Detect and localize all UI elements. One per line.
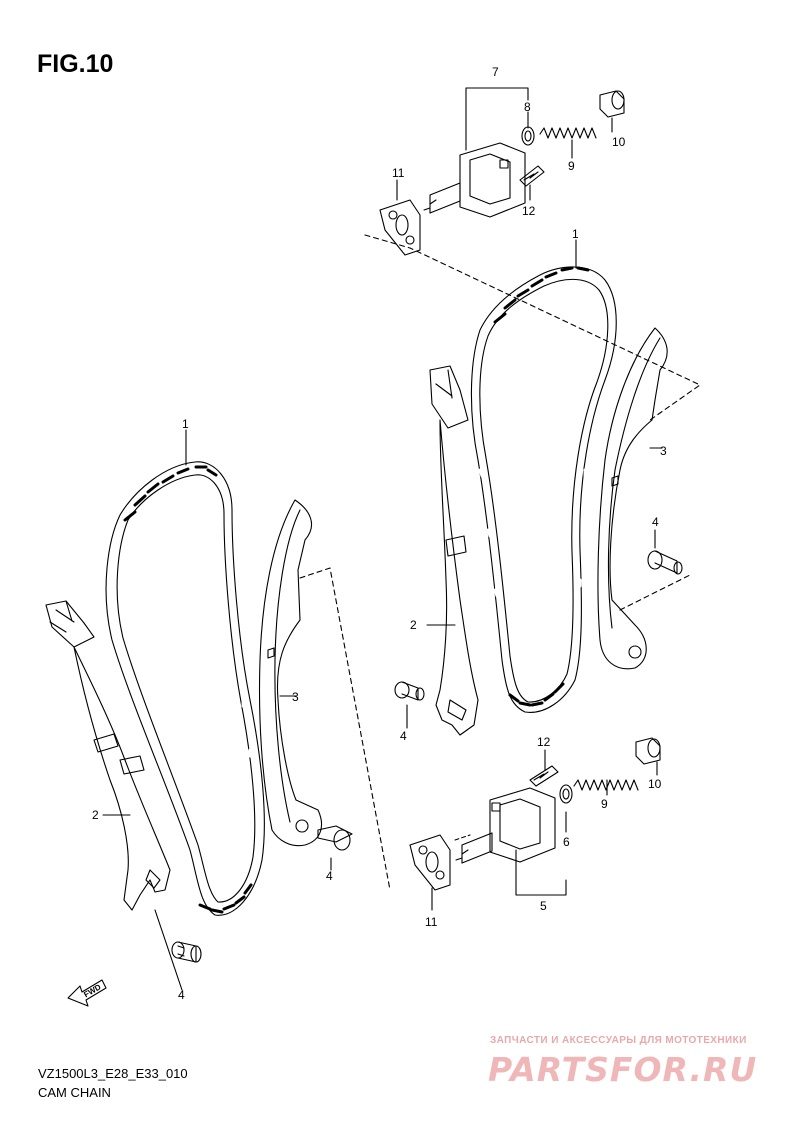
callout-5: 5 bbox=[540, 899, 547, 913]
chain-tensioner-arm-left bbox=[258, 499, 322, 847]
callout-9-lower: 9 bbox=[601, 797, 608, 811]
callout-11-lower: 11 bbox=[425, 915, 438, 929]
gasket-upper bbox=[379, 199, 421, 256]
callout-8: 8 bbox=[524, 100, 531, 114]
callout-2-left: 2 bbox=[92, 808, 99, 822]
cam-chain-tensioner-upper bbox=[423, 142, 526, 218]
watermark-logo: PARTSFOR.RU bbox=[488, 1050, 758, 1089]
callout-3-left: 3 bbox=[292, 690, 299, 704]
bolt-right-guide bbox=[394, 681, 425, 701]
callout-3-right: 3 bbox=[660, 444, 667, 458]
figure-code: VZ1500L3_E28_E33_010 bbox=[38, 1066, 188, 1081]
watermark-caption: ЗАПЧАСТИ И АКСЕССУАРЫ ДЛЯ МОТОТЕХНИКИ bbox=[490, 1035, 747, 1046]
cam-chain-left bbox=[100, 461, 265, 916]
cap-bolt-lower bbox=[635, 737, 661, 765]
callout-2-right: 2 bbox=[410, 618, 417, 632]
callout-1-right: 1 bbox=[572, 227, 579, 241]
cam-chain-right bbox=[470, 266, 617, 713]
bolt-left-lower bbox=[171, 941, 202, 963]
spring-lower bbox=[573, 779, 639, 791]
callout-7: 7 bbox=[492, 65, 499, 79]
figure-name: CAM CHAIN bbox=[38, 1085, 111, 1100]
bolt-tensioner-lower bbox=[529, 765, 559, 787]
callout-12-lower: 12 bbox=[537, 735, 551, 749]
cap-bolt-upper bbox=[599, 90, 625, 118]
cam-chain-tensioner-lower bbox=[455, 787, 556, 864]
callout-4-right-arm: 4 bbox=[652, 515, 659, 529]
gasket-lower bbox=[409, 834, 451, 891]
callout-11-upper: 11 bbox=[392, 166, 405, 180]
callout-1-left: 1 bbox=[182, 417, 189, 431]
bolt-left-arm bbox=[317, 825, 353, 851]
bolt-tensioner-upper bbox=[519, 165, 545, 187]
callout-12-upper: 12 bbox=[522, 204, 536, 218]
callout-4-right-guide: 4 bbox=[400, 729, 407, 743]
callout-9-upper: 9 bbox=[568, 159, 575, 173]
bolt-right-arm bbox=[647, 550, 683, 575]
chain-guide-left bbox=[45, 600, 171, 911]
chain-tensioner-arm-right bbox=[597, 327, 668, 670]
spring-upper bbox=[539, 127, 597, 139]
callout-10-lower: 10 bbox=[648, 777, 662, 791]
callout-6: 6 bbox=[563, 835, 570, 849]
callout-4-left-arm: 4 bbox=[326, 869, 333, 883]
washer-upper bbox=[521, 126, 535, 146]
figure-title: FIG.10 bbox=[37, 50, 114, 78]
callout-10-upper: 10 bbox=[612, 135, 626, 149]
fwd-arrow-icon bbox=[67, 979, 107, 1007]
callout-4-left-lower: 4 bbox=[178, 988, 185, 1002]
chain-guide-right bbox=[429, 365, 479, 736]
washer-lower bbox=[559, 784, 573, 804]
